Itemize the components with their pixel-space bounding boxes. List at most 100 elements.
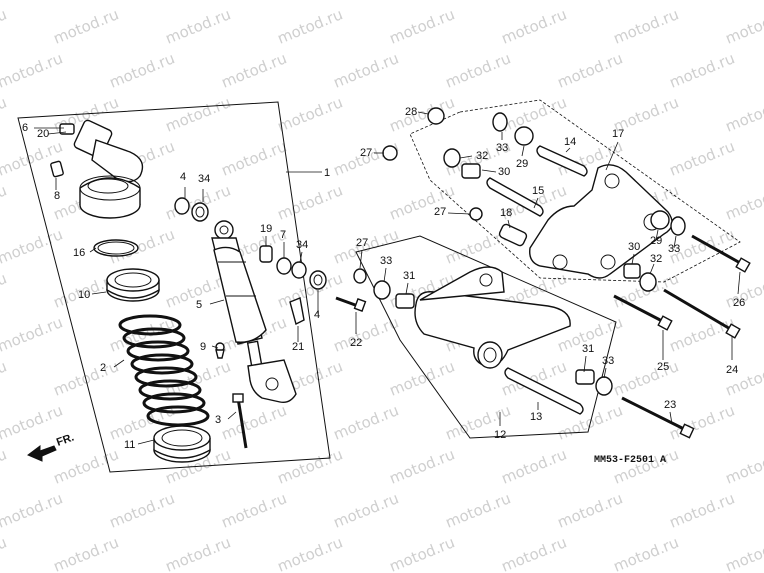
arm-collar-upper: [536, 145, 588, 177]
watermark-text: motod.ru: [667, 137, 738, 179]
watermark-text: motod.ru: [331, 49, 402, 91]
front-direction-indicator: FR.: [27, 431, 76, 462]
watermark-text: motod.ru: [0, 489, 65, 531]
part-callout-p24: 24: [726, 364, 738, 376]
leader-line: [631, 253, 635, 265]
part-callout-p17: 17: [612, 128, 624, 140]
watermark-text: motod.ru: [163, 533, 234, 573]
leader-lines: [34, 111, 741, 445]
arm-spacer: [498, 223, 528, 247]
watermark-text: motod.ru: [331, 313, 402, 355]
part-callout-p33a: 33: [496, 142, 508, 154]
arm-group-outline: [409, 99, 741, 283]
part-callout-p30a: 30: [498, 166, 510, 178]
connecting-rod-group: [335, 235, 617, 439]
right-dust-seal: [670, 216, 686, 236]
leader-line: [137, 439, 155, 445]
leader-line: [481, 169, 497, 173]
leader-line: [299, 251, 303, 263]
watermark-text: motod.ru: [723, 5, 764, 47]
part-callout-p27a: 27: [360, 147, 372, 159]
leader-line: [533, 197, 539, 209]
part-callout-p8: 8: [54, 190, 60, 202]
watermark-text: motod.ru: [555, 0, 626, 4]
watermark-text: motod.ru: [723, 181, 764, 223]
watermark-text: motod.ru: [331, 0, 402, 4]
leader-line: [417, 111, 429, 115]
spring-coil: [142, 392, 206, 414]
part-callout-p18: 18: [500, 207, 512, 219]
watermark-text: motod.ru: [0, 49, 65, 91]
part-callout-p4b: 4: [314, 309, 320, 321]
part-callout-p33c: 33: [668, 243, 680, 255]
leader-line: [737, 271, 741, 295]
part-callout-p34a: 34: [198, 173, 210, 185]
leader-line: [507, 219, 511, 229]
leader-line: [91, 291, 107, 295]
suspension-arm: [529, 164, 673, 279]
leader-line: [405, 282, 409, 295]
watermark-text: motod.ru: [275, 5, 346, 47]
part-callout-p15: 15: [532, 185, 544, 197]
watermark-text: motod.ru: [107, 49, 178, 91]
part-callout-p30b: 30: [628, 241, 640, 253]
watermark-text: motod.ru: [51, 5, 122, 47]
rod-group-frame: [355, 235, 617, 439]
suspension-arm-group: [382, 99, 741, 292]
part-callout-p12: 12: [494, 429, 506, 441]
left-nut: [382, 145, 398, 161]
watermark-text: motod.ru: [667, 489, 738, 531]
part-callout-p31a: 31: [403, 270, 415, 282]
front-direction-label: FR.: [55, 431, 76, 448]
part-callout-p7: 7: [280, 229, 286, 241]
watermark-text: motod.ru: [667, 49, 738, 91]
part-callout-p34b: 34: [296, 239, 308, 251]
watermark-text: motod.ru: [387, 533, 458, 573]
watermark-text: motod.ru: [331, 401, 402, 443]
reservoir-cap: [59, 119, 144, 183]
part-callout-p25: 25: [657, 361, 669, 373]
watermark-text: motod.ru: [51, 533, 122, 573]
rod-bearing-right: [575, 369, 595, 385]
spring-coil: [130, 353, 194, 375]
watermark-text: motod.ru: [219, 137, 290, 179]
part-callout-p28: 28: [405, 106, 417, 118]
right-spacer: [623, 263, 641, 279]
part-callout-p27c: 27: [356, 237, 368, 249]
watermark-text: motod.ru: [387, 445, 458, 487]
spring-coil: [146, 405, 210, 427]
leader-line: [605, 141, 619, 171]
leader-line: [447, 212, 471, 215]
watermark-text: motod.ru: [275, 181, 346, 223]
shock-mount-bolt: [232, 393, 248, 449]
watermark-text: motod.ru: [443, 489, 514, 531]
watermark-text: motod.ru: [387, 5, 458, 47]
watermark-text: motod.ru: [499, 93, 570, 135]
watermark-text: motod.ru: [0, 533, 9, 573]
watermark-text: motod.ru: [611, 357, 682, 399]
watermark-text: motod.ru: [611, 445, 682, 487]
part-callout-p3: 3: [215, 414, 221, 426]
watermark-text: motod.ru: [163, 5, 234, 47]
watermark-text: motod.ru: [219, 489, 290, 531]
lower-spring-seat: [153, 425, 211, 463]
watermark-text: motod.ru: [0, 269, 9, 311]
watermark-text: motod.ru: [387, 181, 458, 223]
part-callout-p14: 14: [564, 136, 576, 148]
diagram-code: MM53-F2501 A: [594, 455, 666, 466]
long-bolts: [613, 234, 751, 439]
part-callout-p4a: 4: [180, 171, 186, 183]
rod-nut: [353, 268, 367, 284]
watermark-text: motod.ru: [51, 445, 122, 487]
leader-line: [113, 359, 125, 368]
right-seal: [639, 272, 657, 292]
spring-coil: [122, 327, 186, 349]
watermark-text: motod.ru: [275, 269, 346, 311]
watermark-text: motod.ru: [275, 93, 346, 135]
dust-seal-upper: [174, 197, 209, 222]
watermark-text: motod.ru: [107, 489, 178, 531]
watermark-text: motod.ru: [387, 93, 458, 135]
upper-dust-seal: [492, 112, 508, 132]
rod-seal-right: [595, 376, 613, 396]
